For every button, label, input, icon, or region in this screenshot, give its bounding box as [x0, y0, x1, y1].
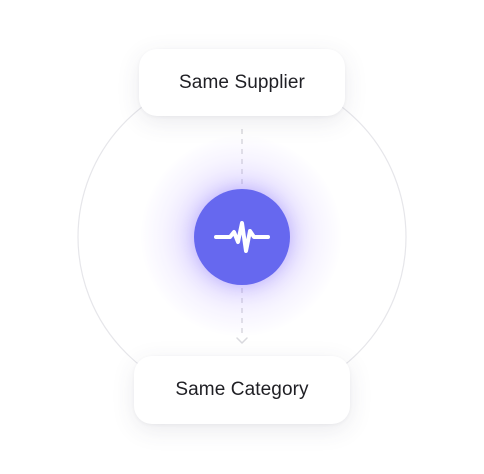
hub-circle — [194, 189, 290, 285]
same-category-card: Same Category — [134, 356, 350, 424]
connector-arrow-icon — [236, 337, 248, 344]
same-category-label: Same Category — [175, 379, 309, 400]
waveform-pulse-icon — [214, 221, 270, 253]
same-supplier-label: Same Supplier — [179, 71, 305, 93]
same-supplier-card: Same Supplier — [139, 49, 345, 116]
